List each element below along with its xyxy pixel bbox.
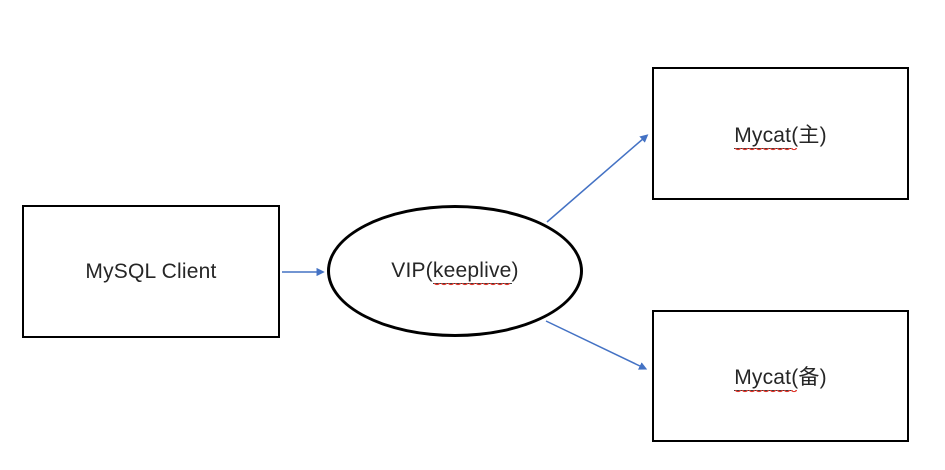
node-vip-keeplive: VIP(keeplive) xyxy=(327,205,583,337)
mysql-client-label: MySQL Client xyxy=(85,259,217,283)
mycat-backup-misspelled-word: Mycat xyxy=(734,366,792,391)
mycat-backup-label: Mycat(备) xyxy=(734,361,827,394)
vip-misspelled-wrap: keeplive xyxy=(432,259,512,287)
mycat-master-label: Mycat(主) xyxy=(734,119,827,152)
vip-label-suffix: ) xyxy=(511,259,519,282)
mycat-backup-misspelled-wrap: Mycat( xyxy=(734,366,799,394)
vip-misspelled-word: keeplive xyxy=(432,259,512,284)
mycat-backup-rest: 备) xyxy=(798,366,827,389)
mycat-master-misspelled-word: Mycat xyxy=(734,123,792,149)
mycat-master-misspelled-wrap: Mycat( xyxy=(734,123,799,152)
mycat-master-rest: 主) xyxy=(798,123,827,147)
node-mycat-master: Mycat(主) xyxy=(652,67,909,200)
mycat-master-paren: ( xyxy=(791,123,799,147)
vip-label: VIP(keeplive) xyxy=(391,259,519,287)
arrow-vip-to-mycat-backup xyxy=(545,320,648,370)
mycat-backup-paren: ( xyxy=(791,366,799,389)
node-mysql-client: MySQL Client xyxy=(22,205,280,338)
node-mycat-backup: Mycat(备) xyxy=(652,310,909,442)
vip-label-prefix: VIP( xyxy=(391,259,433,282)
arrow-vip-to-mycat-master xyxy=(546,134,649,223)
